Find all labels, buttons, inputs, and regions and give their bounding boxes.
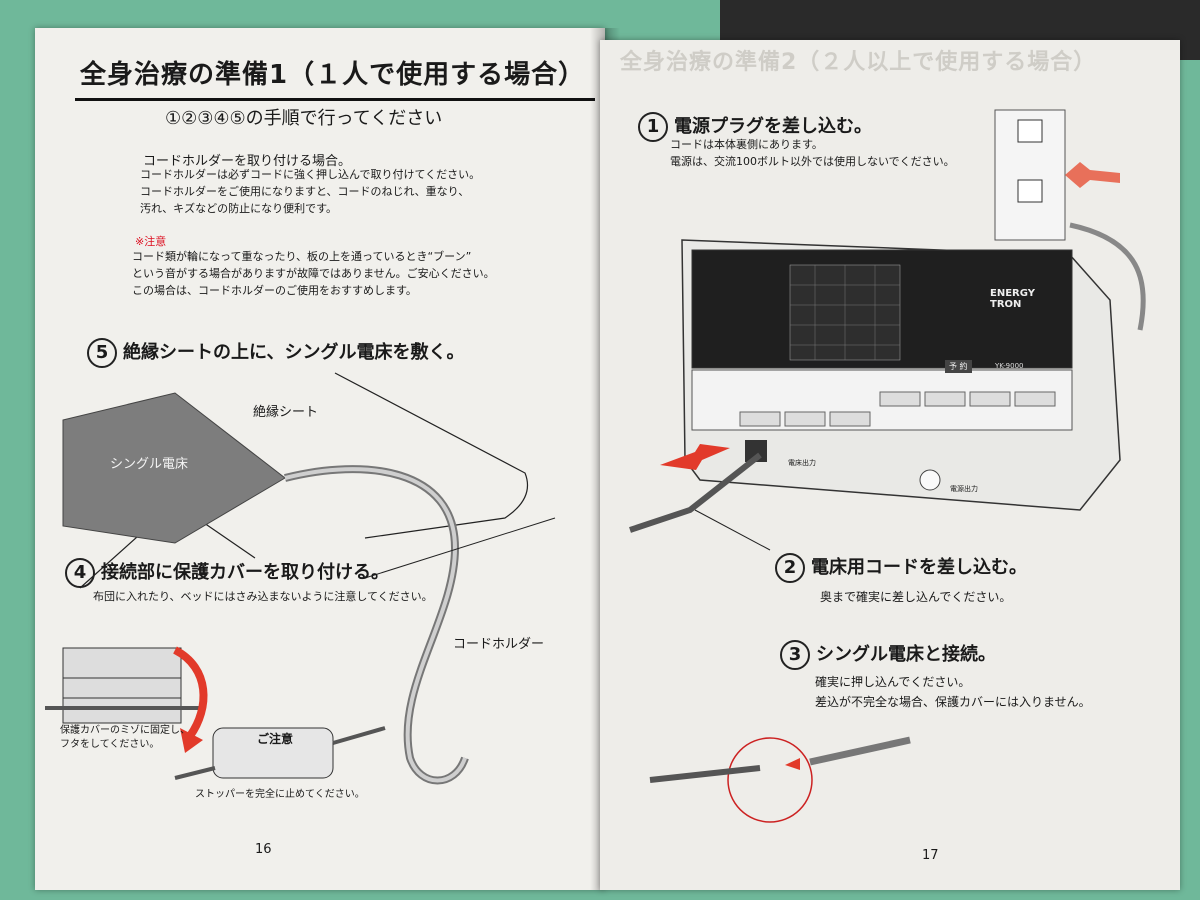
step1-number: 1 [638,112,668,142]
step2-note: 奥まで確実に差し込んでください。 [820,590,1012,604]
step5-number: 5 [87,338,117,368]
step3-text: 確実に押し込んでください。 差込が不完全な場合、保護カバーには入りません。 [815,675,1091,709]
label-insulation-sheet: 絶縁シート [253,405,319,420]
left-page: 全身治療の準備1（１人で使用する場合） ①②③④⑤の手順で行ってください コード… [35,28,605,890]
device-brand: ENERGY TRON [990,288,1035,310]
page-number-left: 16 [255,842,272,857]
step2-number: 2 [775,553,805,583]
device-model: YK-9000 [995,362,1024,370]
step1-text: コードは本体裏側にあります。 電源は、交流100ボルト以外では使用しないでくださ… [670,138,955,168]
ghost-title: 全身治療の準備2（２人以上で使用する場合） [620,50,1097,75]
step4-number: 4 [65,558,95,588]
label-output: 電床出力 [788,459,816,467]
page-subtitle: ①②③④⑤の手順で行ってください [165,108,443,129]
cover-label-text: ご注意 [257,732,294,746]
page-number-right: 17 [922,848,939,863]
label-power: 電源出力 [950,485,978,493]
step4-note: 布団に入れたり、ベッドにはさみ込まないように注意してください。 [93,590,433,603]
label-single-mat: シングル電床 [110,457,189,472]
button-yoyaku: 予 約 [945,360,972,373]
label-cover-instructions: 保護カバーのミゾに固定し、 フタをしてください。 [60,725,190,750]
single-mat-shape [62,392,286,544]
label-cord-holder: コードホルダー [453,637,545,652]
label-stopper: ストッパーを完全に止めてください。 [195,789,365,800]
cord-holder-text: コードホルダーは必ずコードに強く押し込んで取り付けてください。 コードホルダーを… [140,168,481,215]
cord-holder-heading: コードホルダーを取り付ける場合。 [143,154,352,169]
page-title: 全身治療の準備1（１人で使用する場合） [80,60,586,90]
caution-text: コード類が輪になって重なったり、板の上を通っているとき“ブーン” という音がする… [132,250,495,297]
caution-label: ※注意 [135,235,167,248]
step3-number: 3 [780,640,810,670]
right-illustration [629,109,1146,823]
title-underline [75,98,595,101]
left-illustration [45,372,556,785]
